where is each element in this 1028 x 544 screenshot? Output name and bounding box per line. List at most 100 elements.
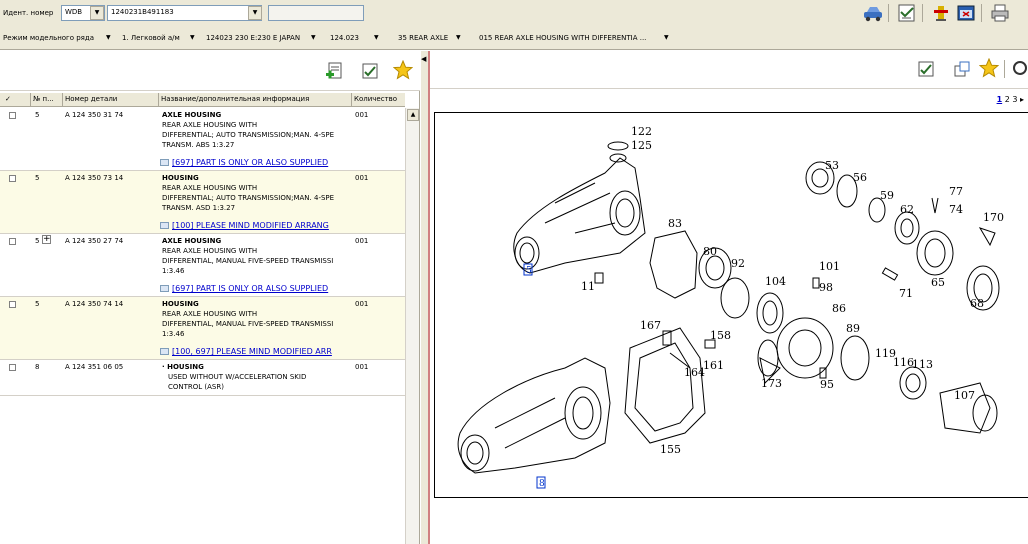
row-note-link[interactable]: [697] PART IS ONLY OR ALSO SUPPLIED — [160, 284, 352, 293]
callout-83[interactable]: 83 — [668, 217, 682, 230]
favorite-star-icon[interactable] — [393, 60, 413, 80]
callout-167[interactable]: 167 — [640, 319, 661, 332]
printer-icon[interactable] — [989, 3, 1011, 23]
zoom-icon[interactable] — [1012, 60, 1028, 78]
callout-164[interactable]: 164 — [684, 366, 705, 379]
row-note-link[interactable]: [100] PLEASE MIND MODIFIED ARRANG — [160, 221, 352, 230]
chevron-down-icon[interactable]: ▼ — [374, 34, 379, 41]
chevron-down-icon[interactable]: ▼ — [664, 34, 669, 41]
row-checkbox[interactable] — [9, 112, 16, 119]
ident-number-input[interactable]: 1240231B491183 — [107, 5, 262, 21]
parts-list-scrollbar[interactable]: ▲ — [405, 108, 419, 544]
notes-icon[interactable] — [896, 3, 918, 23]
row-note-text[interactable]: [100] PLEASE MIND MODIFIED ARRANG — [172, 221, 329, 230]
axle-housing-lower[interactable] — [458, 358, 610, 473]
callout-62[interactable]: 62 — [900, 203, 914, 216]
callout-161[interactable]: 161 — [703, 359, 724, 372]
breadcrumb-item[interactable]: 1. Легковой а/м — [122, 34, 180, 42]
chevron-down-icon[interactable]: ▼ — [90, 6, 104, 20]
page-1-link[interactable]: 1 — [997, 95, 1003, 104]
callout-80[interactable]: 80 — [703, 245, 717, 258]
row-note-link[interactable]: [697] PART IS ONLY OR ALSO SUPPLIED — [160, 158, 352, 167]
car-icon[interactable] — [862, 3, 884, 23]
callout-86[interactable]: 86 — [832, 302, 846, 315]
callout-74[interactable]: 74 — [949, 203, 963, 216]
row-checkbox[interactable] — [9, 364, 16, 371]
callout-92[interactable]: 92 — [731, 257, 745, 270]
callout-116[interactable]: 116 — [893, 356, 914, 369]
column-header-description[interactable]: Название/дополнительная информация — [161, 95, 309, 103]
hotspot-5-label[interactable]: 5 — [526, 266, 532, 276]
column-header-position[interactable]: № п... — [33, 95, 61, 103]
table-row[interactable]: 5 + A 124 350 27 74 AXLE HOUSING REAR AX… — [0, 234, 405, 297]
callout-77[interactable]: 77 — [949, 185, 963, 198]
callout-104[interactable]: 104 — [765, 275, 786, 288]
add-document-icon[interactable] — [325, 61, 345, 81]
row-note-text[interactable]: [100, 697] PLEASE MIND MODIFIED ARR — [172, 347, 332, 356]
breadcrumb-item[interactable]: 124023 230 E:230 E JAPAN — [206, 34, 300, 42]
column-header-quantity[interactable]: Количество — [354, 95, 397, 103]
callout-113[interactable]: 113 — [912, 358, 933, 371]
row-checkbox[interactable] — [9, 301, 16, 308]
callout-107[interactable]: 107 — [954, 389, 975, 402]
expand-toggle[interactable]: + — [42, 235, 51, 244]
callout-68[interactable]: 68 — [970, 297, 984, 310]
callout-173[interactable]: 173 — [761, 377, 782, 390]
row-note-text[interactable]: [697] PART IS ONLY OR ALSO SUPPLIED — [172, 284, 328, 293]
breadcrumb-item[interactable]: 124.023 — [330, 34, 359, 42]
breadcrumb-item[interactable]: Режим модельного ряда — [3, 34, 94, 42]
pane-splitter[interactable]: ◀ — [421, 51, 428, 544]
callout-101[interactable]: 101 — [819, 260, 840, 273]
row-quantity: 001 — [355, 363, 368, 371]
page-links[interactable]: 2 3 — [1005, 95, 1018, 104]
chevron-down-icon[interactable]: ▼ — [456, 34, 461, 41]
callout-155[interactable]: 155 — [660, 443, 681, 456]
row-note-text[interactable]: [697] PART IS ONLY OR ALSO SUPPLIED — [172, 158, 328, 167]
hotspot-8-label[interactable]: 8 — [539, 479, 545, 489]
ident-extra-field[interactable] — [268, 5, 364, 21]
scroll-up-icon[interactable]: ▲ — [407, 109, 419, 121]
callout-71[interactable]: 71 — [899, 287, 913, 300]
callout-98[interactable]: 98 — [819, 281, 833, 294]
column-header-part-number[interactable]: Номер детали — [65, 95, 117, 103]
table-row[interactable]: 8 A 124 351 06 05 · HOUSING USED WITHOUT… — [0, 360, 405, 396]
callout-170[interactable]: 170 — [983, 211, 1004, 224]
callout-65[interactable]: 65 — [931, 276, 945, 289]
row-desc-line: TRANSM. ASD 1:3.27 — [162, 204, 235, 212]
breadcrumb-item[interactable]: 015 REAR AXLE HOUSING WITH DIFFERENTIA .… — [479, 34, 646, 42]
chevron-down-icon[interactable]: ▼ — [190, 34, 195, 41]
hydrant-icon[interactable] — [930, 3, 952, 23]
table-row[interactable]: 5 A 124 350 73 14 HOUSING REAR AXLE HOUS… — [0, 171, 405, 234]
favorite-star-icon[interactable] — [979, 58, 999, 78]
callout-56[interactable]: 56 — [853, 171, 867, 184]
collapse-arrow-icon[interactable]: ◀ — [421, 55, 426, 63]
callout-89[interactable]: 89 — [846, 322, 860, 335]
exploded-parts-diagram[interactable]: 5 8 122 125 53 56 59 62 77 74 170 83 80 … — [434, 112, 1028, 498]
callout-158[interactable]: 158 — [710, 329, 731, 342]
row-checkbox[interactable] — [9, 175, 16, 182]
callout-125[interactable]: 125 — [631, 139, 652, 152]
breadcrumb-item[interactable]: 35 REAR AXLE — [398, 34, 448, 42]
table-row[interactable]: 5 A 124 350 74 14 HOUSING REAR AXLE HOUS… — [0, 297, 405, 360]
callout-95[interactable]: 95 — [820, 378, 834, 391]
chevron-down-icon[interactable]: ▼ — [311, 34, 316, 41]
table-row[interactable]: 5 A 124 350 31 74 AXLE HOUSING REAR AXLE… — [0, 108, 405, 171]
window-icon[interactable] — [955, 3, 977, 23]
edit-list-icon[interactable] — [916, 59, 936, 79]
axle-housing-upper[interactable] — [514, 142, 645, 273]
edit-list-icon[interactable] — [360, 61, 380, 81]
fit-window-icon[interactable] — [952, 59, 972, 79]
callout-59[interactable]: 59 — [880, 189, 894, 202]
diagram-pagination: 1 2 3 ▸ — [997, 95, 1024, 104]
row-position: 5 — [35, 300, 39, 308]
row-checkbox[interactable] — [9, 238, 16, 245]
callout-53[interactable]: 53 — [825, 159, 839, 172]
callout-11[interactable]: 11 — [581, 280, 595, 293]
row-title: HOUSING — [162, 300, 199, 308]
callout-122[interactable]: 122 — [631, 125, 652, 138]
column-header-check[interactable]: ✓ — [5, 95, 11, 103]
chevron-down-icon[interactable]: ▼ — [106, 34, 111, 41]
gasket-83[interactable] — [650, 231, 697, 298]
row-note-link[interactable]: [100, 697] PLEASE MIND MODIFIED ARR — [160, 347, 352, 356]
chevron-down-icon[interactable]: ▼ — [248, 6, 262, 20]
